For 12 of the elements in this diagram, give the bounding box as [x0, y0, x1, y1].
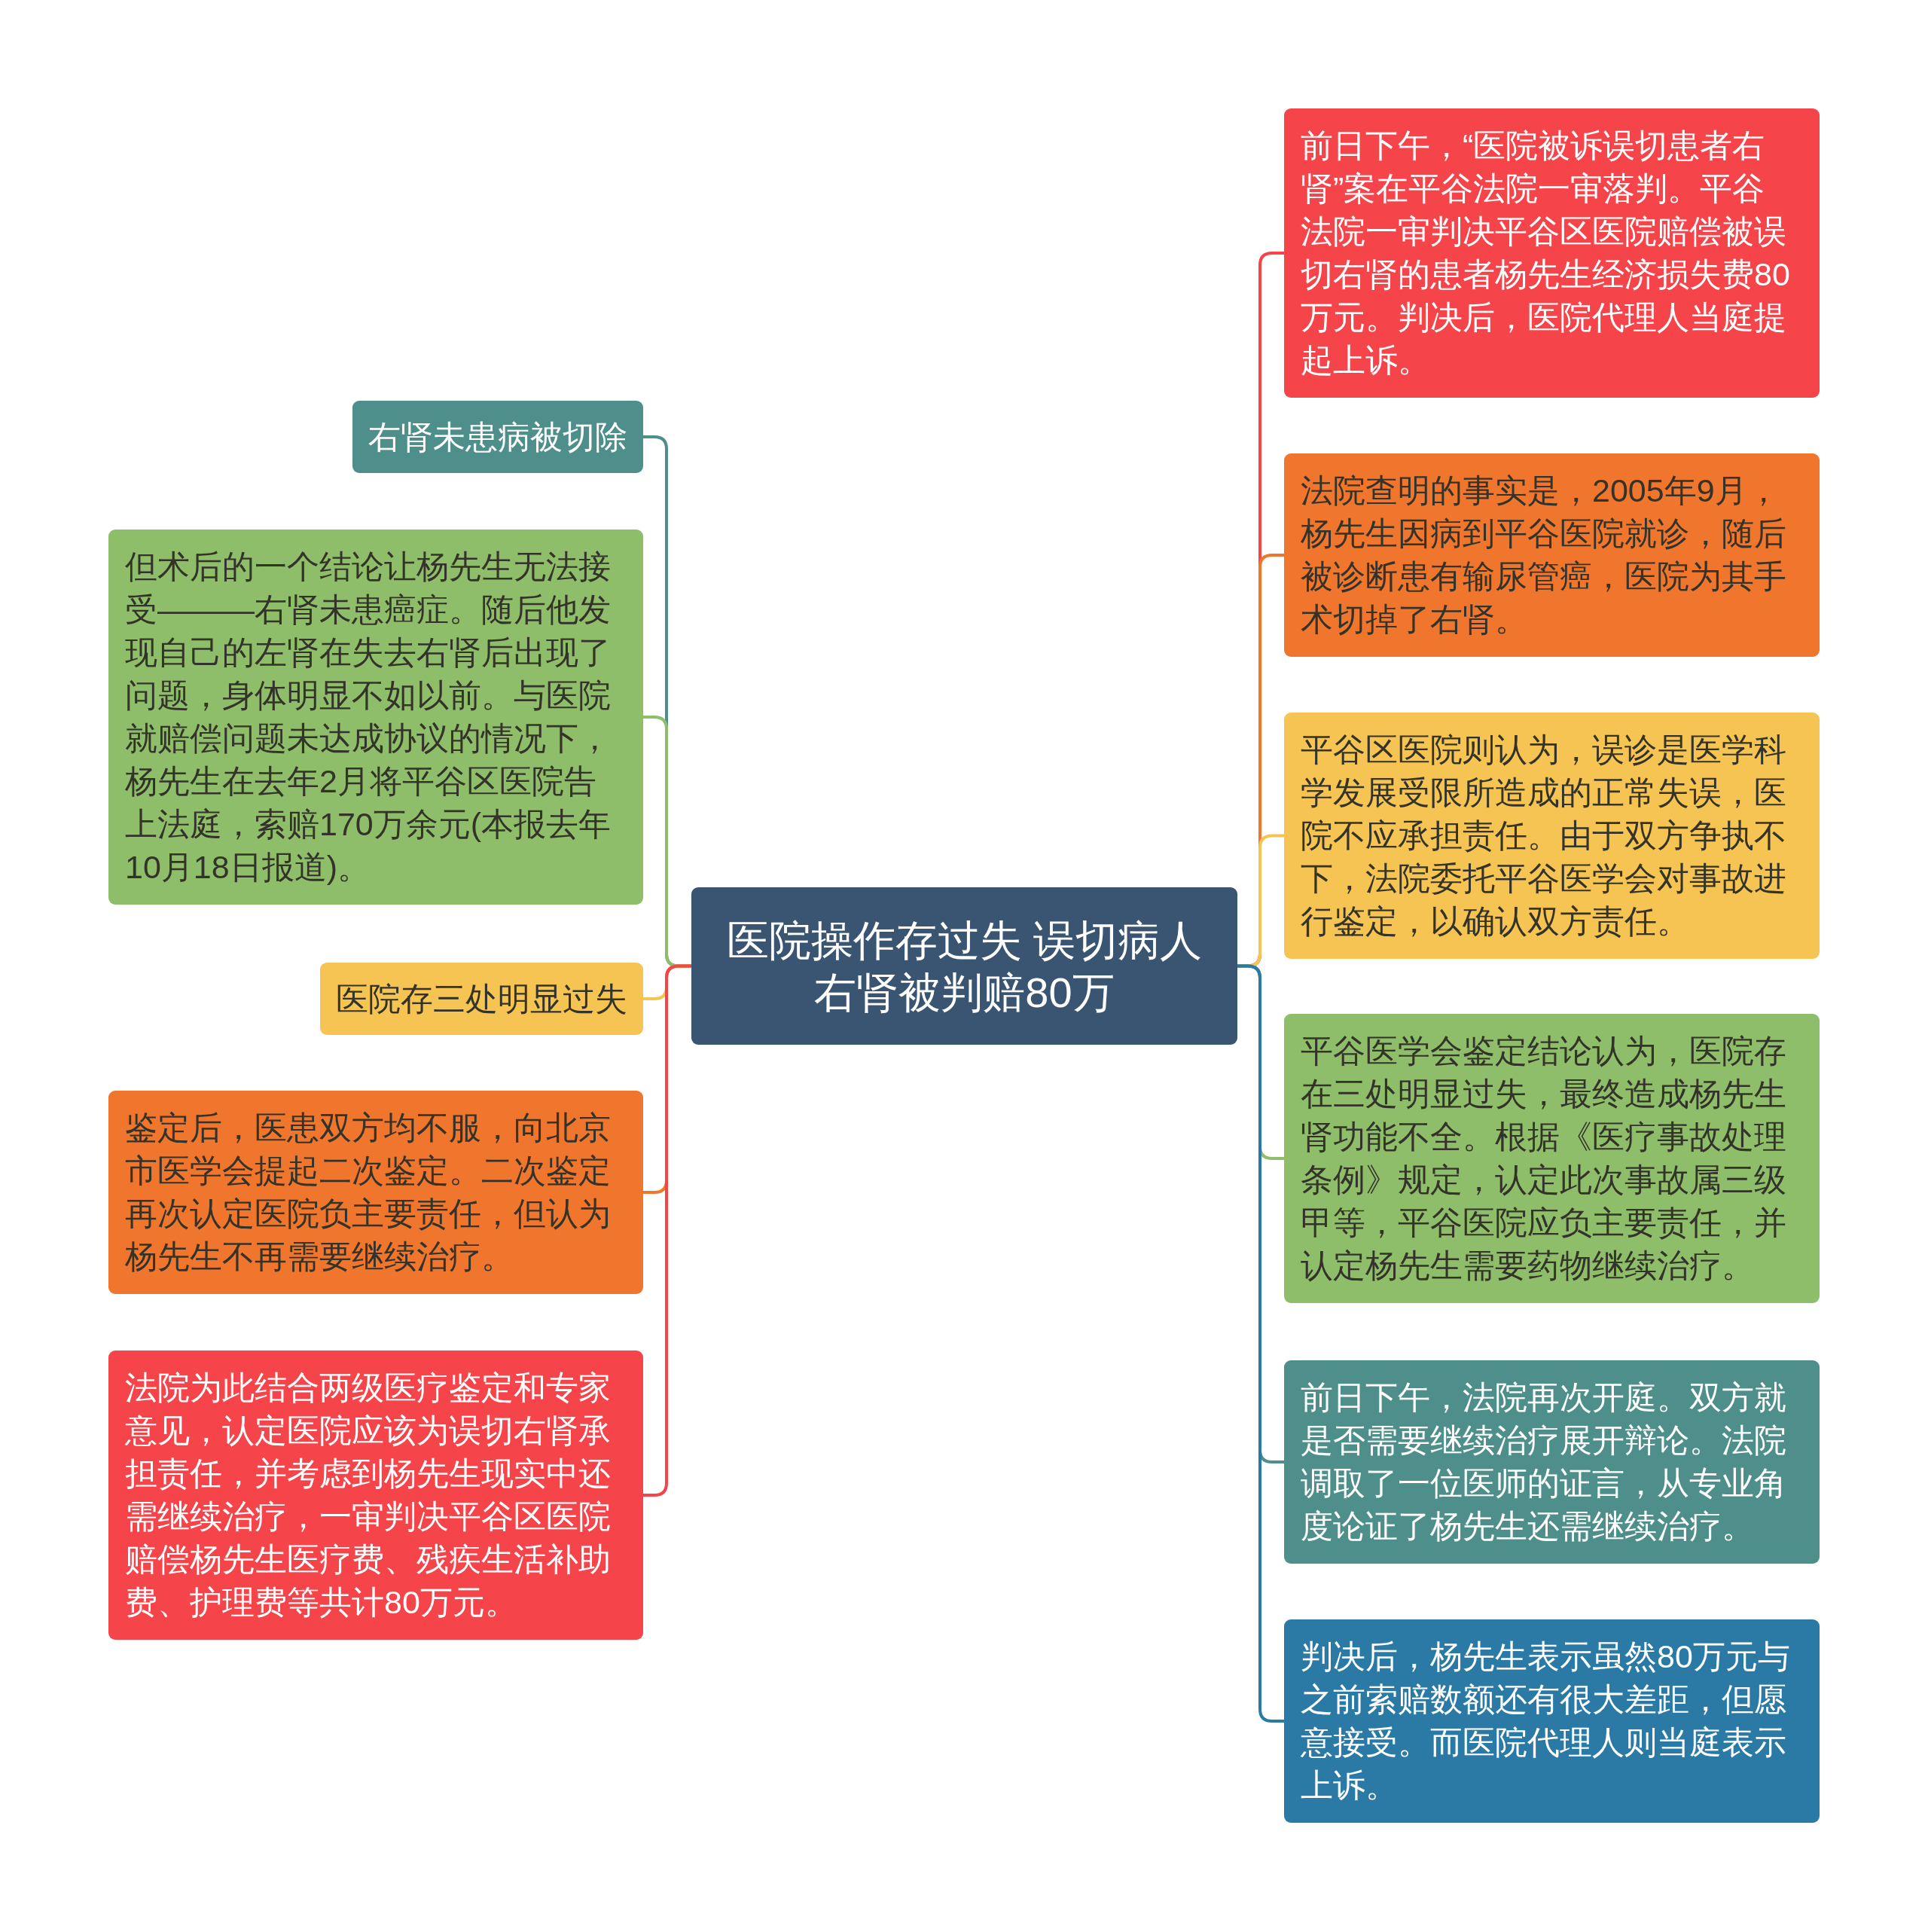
topic-box: 鉴定后，医患双方均不服，向北京市医学会提起二次鉴定。二次鉴定再次认定医院负主要责任，但认为杨先生不再需要继续治疗。: [108, 1091, 643, 1294]
topic-box: 但术后的一个结论让杨先生无法接受———右肾未患癌症。随后他发现自己的左肾在失去右肾后出现了问题，身体明显不如以前。与医院就赔偿问题未达成协议的情况下，杨先生在去年2月将平谷区医院告上法庭，索赔170万余元(本报去年10月18日报道)。: [108, 530, 643, 905]
topic-box: 前日下午，法院再次开庭。双方就是否需要继续治疗展开辩论。法院调取了一位医师的证言，从专业角度论证了杨先生还需继续治疗。: [1284, 1360, 1820, 1564]
central-topic-box: 医院操作存过失 误切病人右肾被判赔80万: [691, 887, 1237, 1045]
topic-box: 判决后，杨先生表示虽然80万元与之前索赔数额还有很大差距，但愿意接受。而医院代理人则当庭表示上诉。: [1284, 1619, 1820, 1823]
topic-box: 法院为此结合两级医疗鉴定和专家意见，认定医院应该为误切右肾承担责任，并考虑到杨先生现实中还需继续治疗，一审判决平谷区医院赔偿杨先生医疗费、残疾生活补助费、护理费等共计80万元。: [108, 1351, 643, 1640]
topic-box: 前日下午，“医院被诉误切患者右肾”案在平谷法院一审落判。平谷法院一审判决平谷区医院赔偿被误切右肾的患者杨先生经济损失费80万元。判决后，医院代理人当庭提起上诉。: [1284, 108, 1820, 398]
topic-box: 平谷区医院则认为，误诊是医学科学发展受限所造成的正常失误，医院不应承担责任。由于双方争执不下，法院委托平谷医学会对事故进行鉴定，以确认双方责任。: [1284, 713, 1820, 959]
topic-box: 右肾未患病被切除: [352, 401, 643, 473]
topic-box: 平谷医学会鉴定结论认为，医院存在三处明显过失，最终造成杨先生肾功能不全。根据《医疗事故处理条例》规定，认定此次事故属三级甲等，平谷医院应负主要责任，并认定杨先生需要药物继续治疗。: [1284, 1014, 1820, 1303]
topic-box: 医院存三处明显过失: [320, 963, 643, 1035]
topic-box: 法院查明的事实是，2005年9月，杨先生因病到平谷医院就诊，随后被诊断患有输尿管癌，医院为其手术切掉了右肾。: [1284, 453, 1820, 657]
